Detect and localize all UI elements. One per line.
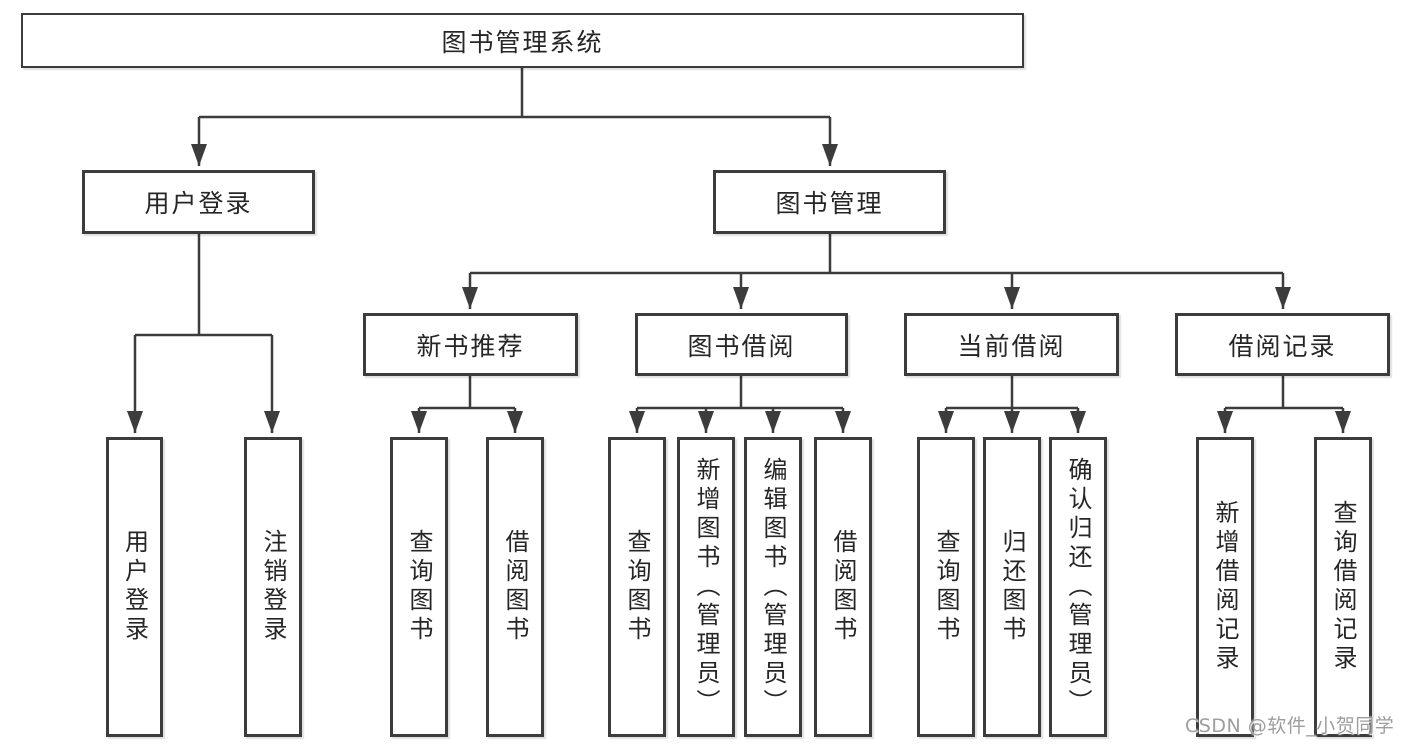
leaf-recommend-query-books: 查询图书 [390,437,448,737]
leaf-current-query-books: 查询图书 [917,437,975,737]
leaf-current-confirm-return-admin: 确认归还（管理员） [1049,437,1107,737]
leaf-logout: 注销登录 [244,437,302,737]
node-new-book-recommend: 新书推荐 [363,313,578,376]
leaf-borrowing-add-book-admin: 新增图书（管理员） [677,437,735,737]
node-library-system: 图书管理系统 [21,13,1024,68]
leaf-borrowing-edit-book-admin: 编辑图书（管理员） [744,437,802,737]
csdn-watermark: CSDN @软件_小贺同学 [1185,715,1395,737]
leaf-recommend-borrow-books: 借阅图书 [486,437,544,737]
node-current-borrowing: 当前借阅 [904,313,1119,376]
leaf-borrowing-borrow-books: 借阅图书 [814,437,872,737]
node-book-management: 图书管理 [713,170,946,234]
leaf-user-login: 用户登录 [106,437,163,737]
leaf-records-query-record: 查询借阅记录 [1314,437,1372,737]
leaf-records-add-record: 新增借阅记录 [1196,437,1254,737]
node-user-login: 用户登录 [82,170,315,234]
leaf-current-return-books: 归还图书 [983,437,1041,737]
leaf-borrowing-query-books: 查询图书 [608,437,666,737]
node-book-borrowing: 图书借阅 [635,313,848,376]
node-borrowing-records: 借阅记录 [1175,313,1390,376]
